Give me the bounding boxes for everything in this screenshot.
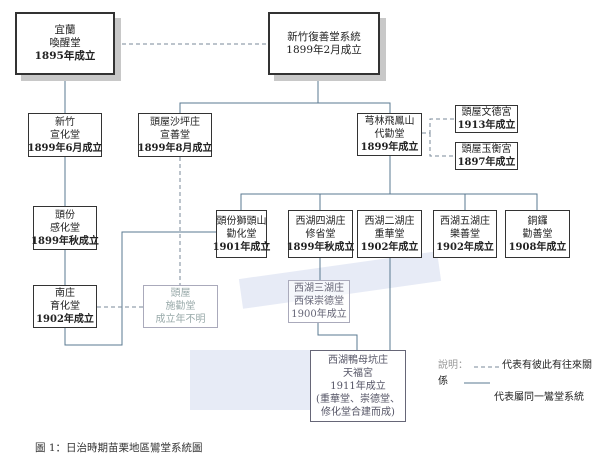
solid-line [317, 258, 391, 350]
legend-title: 說明： [438, 360, 468, 371]
node-text: 修化堂合建而成) [321, 406, 395, 418]
node-text: 天福宮 [343, 367, 373, 379]
node-text: 1902年成立 [360, 241, 419, 253]
node-text: 1899年8月成立 [137, 142, 213, 154]
node-text: 感化堂 [50, 222, 80, 234]
node-text: 西湖三湖庄 [294, 283, 344, 294]
node-hsinchu-root: 新竹復善堂系統 1899年2月成立 [268, 12, 380, 75]
legend-dashed-label: 代表有彼此有往來關係 [438, 360, 592, 387]
solid-line [240, 156, 538, 210]
node-text: 1911年成立 [330, 380, 386, 392]
node-text: 1913年成立 [457, 120, 516, 131]
node-text: 頭屋玉衡宮 [461, 144, 512, 155]
node-erhu: 西湖二湖庄 重華堂 1902年成立 [357, 210, 422, 258]
node-qionglin: 芎林飛鳳山 代勸堂 1899年成立 [357, 113, 422, 156]
node-text: 1900年成立 [291, 309, 347, 320]
node-tongluo: 銅鑼 勸善堂 1908年成立 [505, 210, 570, 258]
node-text: 修省堂 [305, 228, 336, 240]
node-yilan: 宜蘭 喚醒堂 1895年成立 [15, 12, 115, 75]
node-text: 1899年成立 [360, 142, 419, 153]
node-text: 南庄 [55, 288, 75, 299]
node-text: 1899年秋成立 [31, 235, 99, 247]
node-text: 勸善堂 [522, 228, 553, 240]
node-text: 頭屋沙坪庄 [150, 116, 200, 128]
node-text: 西湖鴨母坑庄 [328, 354, 388, 366]
node-toufen-ganhua: 頭份 感化堂 1899年秋成立 [31, 206, 99, 250]
node-wuhu: 西湖五湖庄 樂善堂 1902年成立 [433, 210, 497, 258]
node-text: 頭屋文德宮 [461, 107, 512, 118]
legend-solid-label: 代表屬同一鸞堂系統 [494, 392, 584, 403]
node-yamukeng: 西湖鴨母坑庄 天福宮 1911年成立 (重華堂、崇德堂、 修化堂合建而成) [310, 350, 406, 422]
node-text: 喚醒堂 [49, 37, 81, 49]
node-nanzhuang: 南庄 育化堂 1902年成立 [33, 285, 97, 328]
node-text: 1899年6月成立 [27, 142, 103, 154]
node-text: 頭屋 [170, 288, 191, 299]
node-text: 西湖五湖庄 [440, 215, 490, 227]
node-text: 西保崇德堂 [294, 296, 344, 307]
node-text: 銅鑼 [527, 215, 548, 227]
node-text: 育化堂 [50, 301, 80, 312]
node-text: 1897年成立 [457, 157, 516, 168]
node-text: 頭份獅頭山 [216, 215, 267, 227]
node-text: 代勸堂 [374, 129, 405, 140]
node-wende: 頭屋文德宮 1913年成立 [455, 105, 518, 133]
node-text: 頭份 [55, 209, 75, 221]
node-text: 宣化堂 [50, 129, 80, 141]
solid-line [64, 75, 216, 346]
node-text: 西湖二湖庄 [364, 215, 415, 227]
node-text: 重華堂 [374, 228, 405, 240]
figure-caption: 圖 1：日治時期苗栗地區鸞堂系統圖 [35, 442, 203, 454]
node-text: 1895年成立 [34, 50, 96, 62]
node-touwu-shaping: 頭屋沙坪庄 宣善堂 1899年8月成立 [138, 113, 212, 157]
node-sihu: 西湖四湖庄 修省堂 1899年秋成立 [286, 210, 355, 258]
dashed-line [422, 118, 455, 157]
node-sanhu: 西湖三湖庄 西保崇德堂 1900年成立 [288, 280, 350, 323]
node-text: 新竹 [55, 116, 75, 128]
node-text: 西湖四湖庄 [295, 215, 346, 227]
node-shitoushan: 頭份獅頭山 勸化堂 1901年成立 [213, 210, 270, 258]
watermark [190, 350, 310, 410]
node-text: 芎林飛鳳山 [364, 116, 415, 127]
node-text: 1901年成立 [212, 241, 271, 253]
node-text: 新竹復善堂系統 [287, 30, 361, 43]
node-text: (重華堂、崇德堂、 [316, 393, 400, 405]
node-text: 1899年秋成立 [286, 241, 355, 253]
node-text: 成立年不明 [155, 314, 206, 325]
node-text: 1902年成立 [436, 241, 494, 253]
node-text: 勸化堂 [226, 228, 257, 240]
node-text: 宜蘭 [54, 24, 76, 36]
node-text: 1899年2月成立 [286, 43, 362, 56]
node-text: 1902年成立 [36, 314, 94, 325]
legend: 說明：代表有彼此有往來關係 代表屬同一鸞堂系統 [438, 358, 600, 406]
node-text: 1908年成立 [508, 241, 567, 253]
node-text: 施勸堂 [165, 301, 196, 312]
node-yuheng: 頭屋玉衡宮 1897年成立 [455, 142, 518, 170]
node-hsinchu-xuanhua: 新竹 宣化堂 1899年6月成立 [28, 113, 102, 157]
node-text: 樂善堂 [450, 228, 480, 240]
solid-line [179, 75, 391, 113]
node-text: 宣善堂 [160, 129, 190, 141]
node-touwu-shiquan: 頭屋 施勸堂 成立年不明 [143, 285, 218, 328]
